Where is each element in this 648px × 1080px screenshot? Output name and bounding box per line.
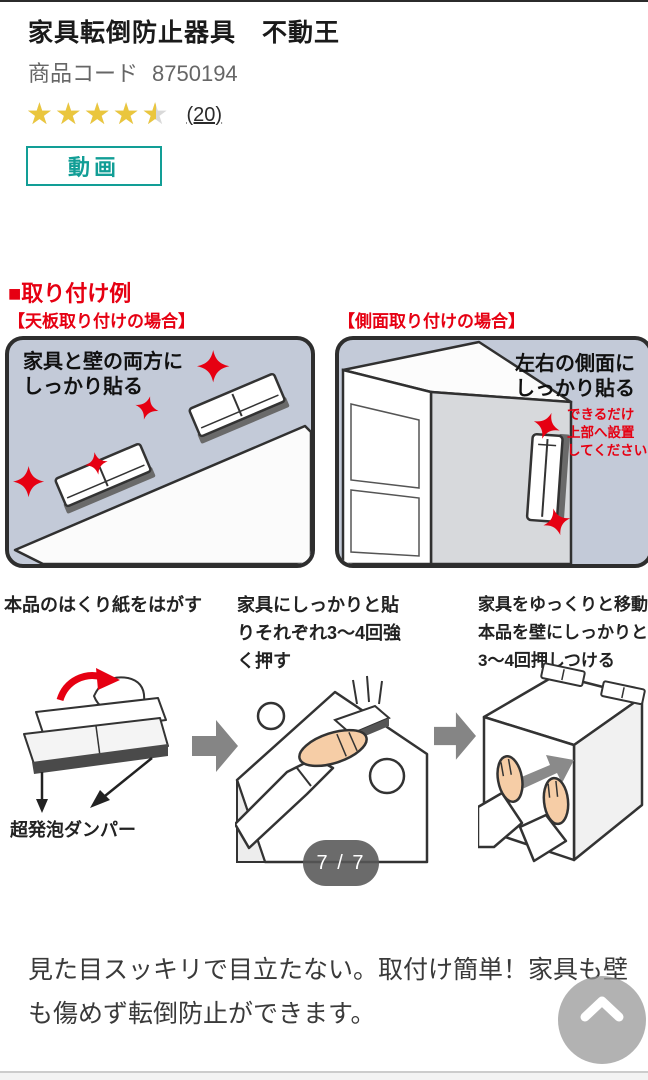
scroll-to-top-button[interactable] [558, 976, 646, 1064]
step1-illustration [23, 668, 169, 813]
step3-text: 家具をゆっくりと移動 本品を壁にしっかりと 3〜4回押しつける [478, 595, 648, 670]
product-description: 見た目スッキリで目立たない。取付け簡単！家具も壁も傷めず転倒防止ができます。 [28, 956, 629, 1028]
bottom-strip [0, 1073, 648, 1080]
top-divider [0, 0, 648, 2]
page-indicator: 7 / 7 [303, 840, 379, 886]
review-count-link[interactable]: (20) [186, 103, 223, 126]
top-mount-case-label: 【天板取り付けの場合】 [8, 312, 195, 331]
step1-text: 本品のはくり紙をはがす [4, 595, 202, 615]
step3-illustration [478, 662, 646, 863]
rating-row: ★★★★★ ★★★★★ (20) [26, 96, 222, 134]
top-mount-panel-text: 家具と壁の両方に しっかり貼る [23, 351, 183, 398]
star-rating-icon[interactable]: ★★★★★ ★★★★★ [26, 100, 170, 130]
side-mount-case-label: 【側面取り付けの場合】 [338, 312, 525, 331]
damper-caption: 超発泡ダンパー [10, 820, 136, 840]
product-title: 家具転倒防止器具 不動王 [28, 19, 341, 47]
chevron-up-icon [580, 996, 624, 1022]
product-code-value: 8750194 [152, 61, 238, 86]
step2-text: 家具にしっかりと貼 りそれぞれ3〜4回強 く押す [237, 595, 402, 671]
bottom-divider [0, 1071, 648, 1073]
step2-illustration [235, 675, 429, 864]
arrow-right-icon [434, 712, 476, 760]
product-code-label: 商品コード [28, 61, 139, 86]
top-mount-panel[interactable]: 家具と壁の両方に しっかり貼る [5, 336, 315, 568]
stars-base: ★★★★★ [26, 98, 171, 131]
arrow-right-icon [192, 720, 238, 772]
side-mount-panel-text: 左右の側面に しっかり貼る [515, 353, 635, 400]
side-mount-illustration [341, 340, 574, 564]
side-mount-panel[interactable]: 左右の側面に しっかり貼る できるだけ 上部へ設置 してください [335, 336, 648, 568]
product-code-row: 商品コード 8750194 [28, 56, 238, 88]
install-heading: ■取り付け例 [8, 281, 132, 306]
video-button[interactable]: 動画 [26, 146, 162, 186]
top-mount-illustration [13, 350, 311, 564]
side-mount-panel-note: できるだけ 上部へ設置 してください [567, 407, 648, 458]
stars-fill: ★★★★★ [26, 100, 156, 130]
